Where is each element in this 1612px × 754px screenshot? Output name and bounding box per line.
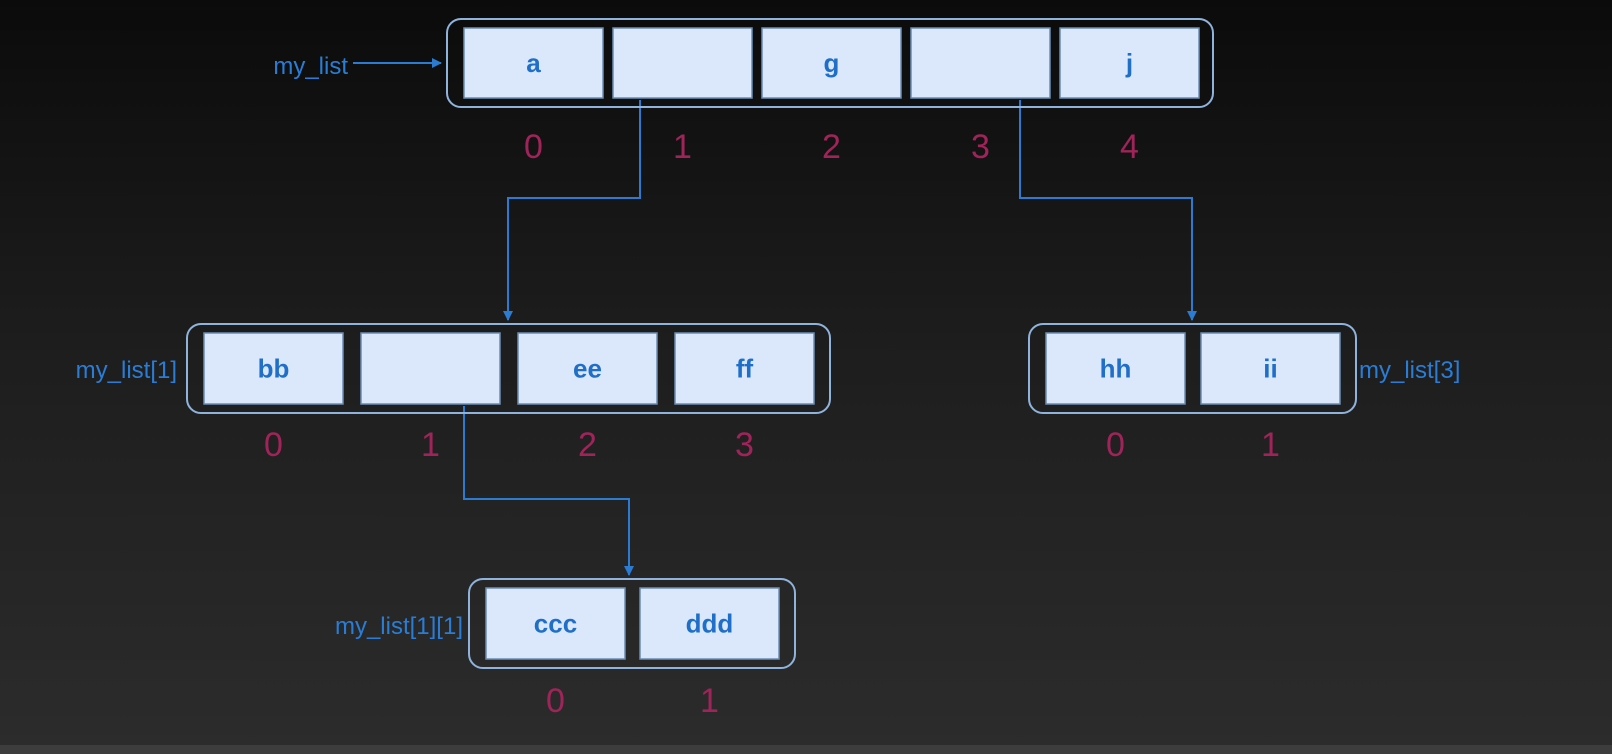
list-label: my_list[1] [76,357,177,384]
cell-value: ccc [534,609,577,639]
cell-index: 2 [578,426,597,464]
list-cell [612,27,753,99]
list-cell [639,587,780,660]
cell-value: ee [573,354,602,384]
cell-value: j [1125,48,1133,78]
list-label: my_list[1][1] [335,613,463,640]
cell-index: 1 [421,426,440,464]
list-cell [761,27,902,99]
cell-index: 2 [822,128,841,166]
list-cell [1045,332,1186,405]
list-cell [1059,27,1200,99]
list-cell [910,27,1051,99]
cell-value: ff [736,354,754,384]
list-label: my_list[3] [1359,357,1460,384]
list-container [468,578,796,669]
list-root: a 0 1 g 2 3 j 4 my_list [273,18,1214,166]
list-cell [485,587,626,660]
cell-value: hh [1100,354,1132,384]
cell-index: 0 [546,682,565,720]
cell-index: 3 [735,426,754,464]
list-cell [360,332,501,405]
reference-arrow [463,406,634,576]
list-label: my_list [273,53,348,80]
list-cell [674,332,815,405]
list-cell [517,332,658,405]
list-cell [463,27,604,99]
cell-index: 1 [673,128,692,166]
list-container [446,18,1214,108]
cell-index: 0 [1106,426,1125,464]
list-container [1028,323,1357,414]
reference-arrows [463,100,1197,576]
list-l3: hh 0 ii 1 my_list[3] [1028,323,1460,464]
list-cell [1200,332,1341,405]
cell-value: g [824,48,840,78]
cell-index: 1 [700,682,719,720]
list-l11: ccc 0 ddd 1 my_list[1][1] [335,578,796,720]
cell-value: ii [1263,354,1277,384]
reference-arrow [1019,100,1197,321]
list-l1: bb 0 1 ee 2 ff 3 my_list[1] [76,323,831,464]
bottom-bar [0,745,1612,754]
cell-index: 3 [971,128,990,166]
cell-index: 0 [264,426,283,464]
list-cell [203,332,344,405]
cell-index: 1 [1261,426,1280,464]
list-container [186,323,831,414]
cell-index: 4 [1120,128,1139,166]
cell-value: a [526,48,541,78]
cell-value: ddd [686,609,734,639]
reference-arrow [503,100,641,321]
cell-index: 0 [524,128,543,166]
cell-value: bb [258,354,290,384]
